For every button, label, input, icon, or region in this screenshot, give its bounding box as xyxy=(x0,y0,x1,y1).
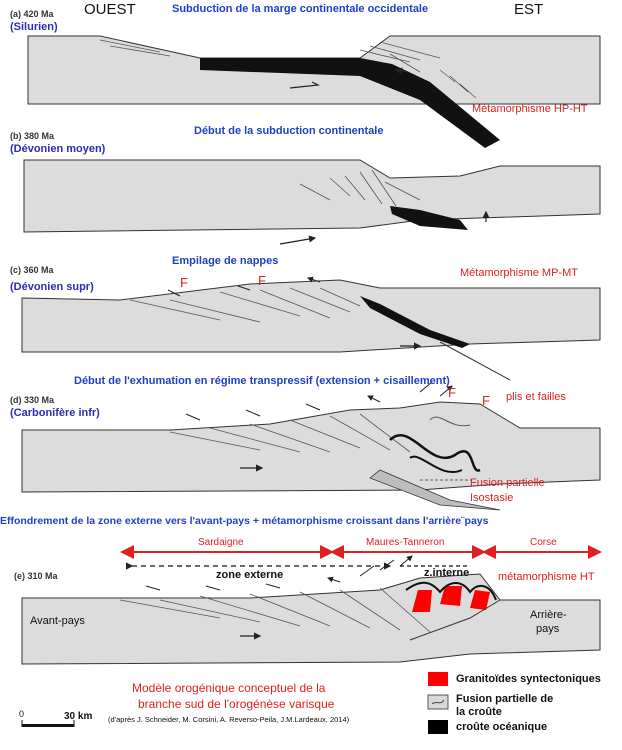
legend-croute-oceanique: croûte océanique xyxy=(456,721,548,733)
panel-d-section xyxy=(21,382,601,511)
panel-e-age: (e) 310 Ma xyxy=(14,571,58,581)
panel-a-age: (a) 420 Ma xyxy=(10,9,54,19)
panel-e-note: métamorphisme HT xyxy=(498,571,595,583)
panel-a-section xyxy=(27,35,601,148)
panel-d-title: Début de l'exhumation en régime transpre… xyxy=(74,375,450,387)
panel-c-section xyxy=(21,278,601,381)
source-citation: (d'après J. Schneider, M. Corsini, A. Re… xyxy=(108,715,350,724)
arriere-pays-label-2: pays xyxy=(536,623,560,635)
caption-line-2: branche sud de l'orogénèse varisque xyxy=(138,697,335,711)
panel-d-period: (Carbonifère infr) xyxy=(10,407,100,419)
region-sardaigne: Sardaigne xyxy=(198,537,244,548)
legend-granitoides: Granitoïdes syntectoniques xyxy=(456,673,601,685)
panel-b-title: Début de la subduction continentale xyxy=(194,125,384,137)
panel-c-title: Empilage de nappes xyxy=(172,255,279,267)
region-arrows xyxy=(120,545,602,570)
scale-bar xyxy=(21,720,75,727)
panel-d-note-isostasie: Isostasie xyxy=(470,492,514,504)
panel-e-section xyxy=(21,556,601,665)
panel-b-age: (b) 380 Ma xyxy=(10,131,55,141)
panel-a-note: Métamorphisme HP-HT xyxy=(472,103,588,115)
arriere-pays-label-1: Arrière- xyxy=(530,609,567,621)
panel-c-note: Métamorphisme MP-MT xyxy=(460,267,578,279)
panel-d-fault-label-1: F xyxy=(448,385,456,400)
region-maures-tanneron: Maures-Tanneron xyxy=(366,537,445,548)
panel-c-fault-label-1: F xyxy=(180,275,188,290)
scale-label: 30 km xyxy=(64,711,93,722)
panel-b-section xyxy=(23,159,601,245)
scale-zero: 0 xyxy=(19,709,25,719)
panel-d-fault-label-2: F xyxy=(482,393,490,408)
zone-externe-label: zone externe xyxy=(216,569,284,581)
panel-d-age: (d) 330 Ma xyxy=(10,395,55,405)
zone-interne-label: z.interne xyxy=(424,567,470,579)
avant-pays-label: Avant-pays xyxy=(30,615,85,627)
panel-c-age: (c) 360 Ma xyxy=(10,265,54,275)
east-label: EST xyxy=(514,1,544,18)
panel-e-title: Effondrement de la zone externe vers l'a… xyxy=(0,515,489,527)
legend-fusion-2: la croûte xyxy=(456,706,502,718)
panel-c-fault-label-2: F xyxy=(258,273,266,288)
west-label: OUEST xyxy=(84,1,136,18)
panel-a-period: (Silurien) xyxy=(10,21,58,33)
panel-d-note-plis: plis et failles xyxy=(506,391,566,403)
caption-line-1: Modèle orogénique conceptuel de la xyxy=(132,681,326,695)
panel-a-title: Subduction de la marge continentale occi… xyxy=(172,3,429,15)
panel-d-note-fusion: Fusion partielle xyxy=(470,477,545,489)
legend-swatches xyxy=(427,672,449,734)
panel-c-period: (Dévonien supr) xyxy=(10,281,94,293)
region-corse: Corse xyxy=(530,537,557,548)
legend-fusion-1: Fusion partielle de xyxy=(456,693,554,705)
panel-b-period: (Dévonien moyen) xyxy=(10,143,106,155)
